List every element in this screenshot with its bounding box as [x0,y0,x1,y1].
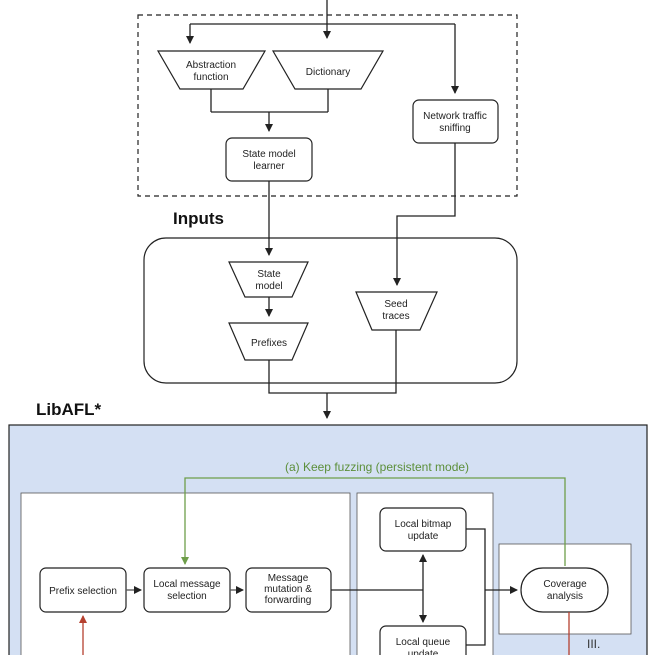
keep-fuzzing-loop [181,477,566,566]
network-to-seed-line [393,143,456,286]
prefixes-node: Prefixes [228,322,309,361]
libafl-header: LibAFL* [36,400,102,419]
svg-text:Prefixes: Prefixes [251,338,287,349]
dictionary-node: Dictionary [271,50,385,90]
prefixes-out-line [268,360,327,394]
svg-text:Dictionary: Dictionary [306,67,350,78]
seed-out-line [327,330,397,394]
inputs-region [143,237,518,384]
keep-fuzzing-label: (a) Keep fuzzing (persistent mode) [285,460,469,474]
inputs-header: Inputs [173,209,224,228]
bitmap-out-line [466,528,486,646]
svg-text:Prefix selection: Prefix selection [49,586,117,597]
stage-iii-label: III. [587,637,600,651]
prefix-selection-node: Prefix selection [39,567,127,613]
